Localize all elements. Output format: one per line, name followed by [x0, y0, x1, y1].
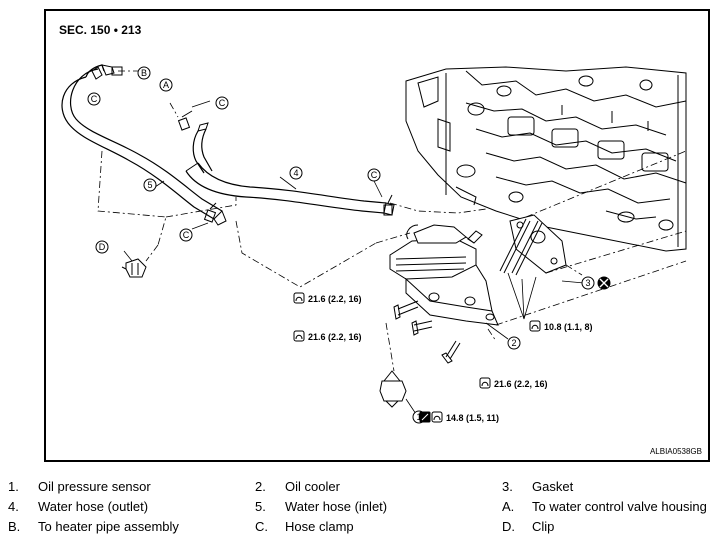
callout-2: 2 [511, 338, 516, 348]
torque-value-4: 10.8 (1.1, 8) [544, 322, 593, 332]
callout-4: 4 [293, 168, 298, 178]
callout-c-1: C [91, 94, 98, 104]
water-hose-outlet [185, 162, 395, 216]
callout-3: 3 [585, 278, 590, 288]
parts-legend: 1.Oil pressure sensor 2.Oil cooler 3.Gas… [8, 479, 707, 534]
callout-b: B [141, 68, 147, 78]
construction-lines [97, 70, 687, 372]
leader-lines [123, 100, 585, 418]
section-title: SEC. 150 • 213 [59, 23, 142, 37]
callout-d: D [99, 242, 106, 252]
callout-a: A [163, 80, 169, 90]
callout-c-3: C [183, 230, 190, 240]
engine-block [405, 66, 687, 252]
diagram-frame: SEC. 150 • 213 [44, 9, 710, 462]
callout-5: 5 [147, 180, 152, 190]
torque-labels: 21.6 (2.2, 16) 21.6 (2.2, 16) 21.6 (2.2,… [308, 294, 593, 423]
torque-value-1: 21.6 (2.2, 16) [308, 294, 362, 304]
clip-shape [121, 258, 147, 278]
callout-circles [87, 66, 595, 424]
figure-code: ALBIA0538GB [649, 447, 702, 456]
water-hose-inlet [61, 64, 227, 226]
studs-and-bolts [393, 218, 543, 364]
callout-1: 1 [416, 412, 421, 422]
torque-icons [293, 292, 541, 423]
oil-pressure-sensor [379, 370, 407, 408]
oil-cooler [389, 224, 499, 326]
hose-clamp-shapes [91, 66, 393, 223]
torque-value-3: 21.6 (2.2, 16) [494, 379, 548, 389]
callout-labels: 1 2 3 4 5 A B C C C C D [91, 68, 591, 422]
torque-value-5: 14.8 (1.5, 11) [446, 413, 499, 423]
exploded-view-diagram: 1 2 3 4 5 A B C C C C D 21.6 (2.2, 16) 2… [61, 64, 687, 424]
replace-part-icon [597, 276, 611, 290]
callout-c-2: C [219, 98, 226, 108]
torque-value-2: 21.6 (2.2, 16) [308, 332, 362, 342]
callout-c-4: C [371, 170, 378, 180]
